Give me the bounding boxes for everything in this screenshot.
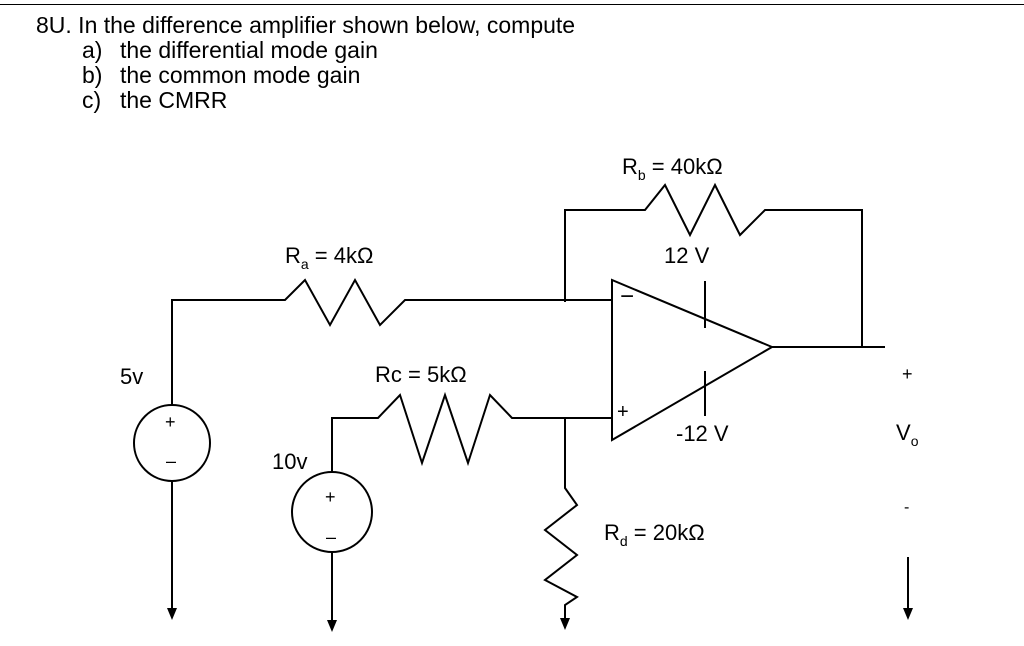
problem-statement: 8U. In the difference amplifier shown be… [36, 13, 575, 113]
ra-label: Ra = 4kΩ [285, 243, 373, 272]
ground-arrow-3 [560, 618, 570, 630]
inverting-input-symbol: − [620, 283, 634, 310]
source-10v-minus: – [326, 527, 336, 547]
ground-arrow-2 [327, 620, 337, 632]
noninverting-input-symbol: + [617, 401, 629, 423]
output-plus: + [902, 364, 913, 384]
question-c-label: c) [82, 87, 102, 113]
ground-arrow-1 [167, 608, 177, 620]
question-a: a) the differential mode gain [82, 38, 575, 63]
source-5v-label: 5v [120, 364, 143, 389]
question-c-text: the CMRR [120, 87, 228, 113]
rc-label: Rc = 5kΩ [375, 362, 467, 387]
question-a-label: a) [82, 37, 103, 63]
rc-wire [331, 391, 613, 473]
source-5v-minus: – [166, 451, 176, 471]
rd-label: Rd = 20kΩ [604, 520, 705, 549]
question-c: c) the CMRR [82, 88, 575, 113]
vo-label: Vo [896, 420, 919, 449]
source-10v-plus: + [325, 487, 336, 507]
source-10v-label: 10v [272, 449, 307, 474]
output-minus: - [904, 499, 909, 516]
source-5v-plus: + [165, 412, 176, 432]
question-b: b) the common mode gain [82, 63, 575, 88]
op-amp [611, 278, 775, 442]
ra-wire [171, 277, 613, 406]
vpos-label: 12 V [664, 243, 710, 268]
rd-wire [543, 417, 579, 619]
vo-arrow-head [903, 608, 913, 620]
rb-wire [564, 182, 863, 348]
question-a-text: the differential mode gain [120, 37, 378, 63]
problem-title: 8U. In the difference amplifier shown be… [36, 12, 576, 38]
question-b-label: b) [82, 62, 103, 88]
top-rule [0, 4, 1024, 5]
rb-label: Rb = 40kΩ [622, 154, 723, 183]
vneg-label: -12 V [676, 421, 729, 446]
question-b-text: the common mode gain [120, 62, 361, 88]
